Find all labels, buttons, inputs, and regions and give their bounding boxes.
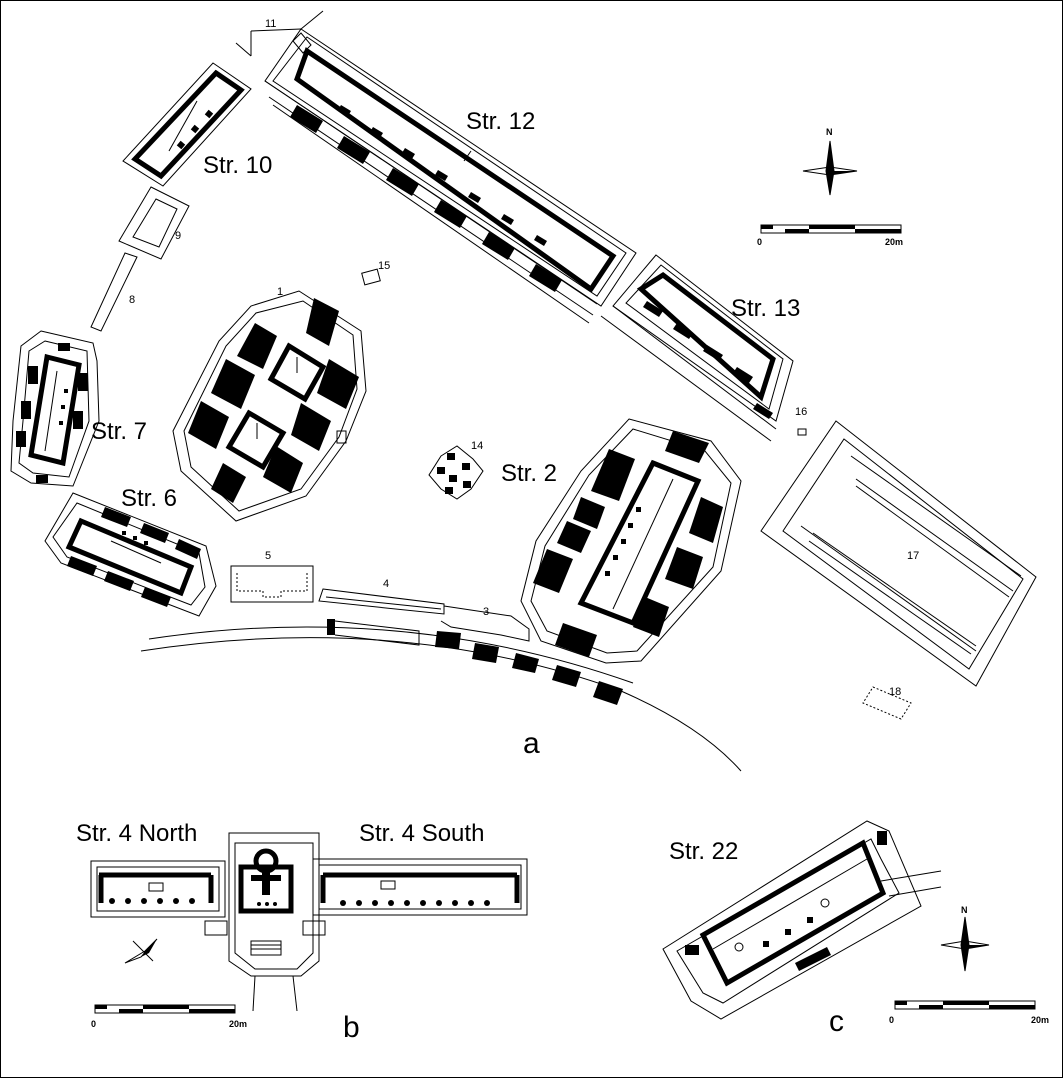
scale-a-end: 20m	[885, 237, 903, 247]
structure-7-plan	[10, 330, 100, 487]
feature-label-9: 9	[175, 230, 181, 242]
scale-a-start: 0	[757, 237, 762, 247]
scale-b-end: 20m	[229, 1019, 247, 1029]
feature-label-1: 1	[277, 286, 283, 298]
north-arrow-a: N	[802, 127, 858, 196]
curved-road-plan	[140, 619, 742, 772]
feature-label-18: 18	[889, 686, 901, 698]
structure-4-plan	[90, 832, 528, 1012]
feature-label-8: 8	[129, 294, 135, 306]
label-str-4-north: Str. 4 North	[76, 820, 197, 847]
north-arrow-c: N	[940, 905, 990, 972]
north-label-a: N	[826, 127, 833, 137]
feature-label-16: 16	[795, 406, 807, 418]
feature-18-plan	[862, 686, 912, 720]
feature-4-3-plan	[318, 588, 530, 642]
feature-label-15: 15	[378, 260, 390, 272]
structure-13-plan	[600, 254, 807, 442]
scale-c-end: 20m	[1031, 1015, 1049, 1025]
structure-12-plan	[264, 28, 637, 324]
scale-bar-c: 0 20m	[889, 1000, 1049, 1025]
feature-9-8-plan	[90, 186, 190, 332]
feature-5-plan	[230, 565, 314, 603]
panel-label-b: b	[343, 1011, 360, 1044]
label-str-10: Str. 10	[203, 152, 272, 179]
structure-1-plan	[172, 290, 367, 522]
label-str-22: Str. 22	[669, 838, 738, 865]
feature-label-11: 11	[265, 18, 276, 30]
label-str-13: Str. 13	[731, 295, 800, 322]
feature-label-3: 3	[483, 606, 489, 618]
structure-6-plan	[44, 492, 217, 617]
north-label-c: N	[961, 905, 968, 915]
north-arrow-b	[124, 938, 158, 964]
feature-label-14: 14	[471, 440, 483, 452]
structure-10-plan	[122, 62, 252, 187]
scale-b-start: 0	[91, 1019, 96, 1029]
structure-2-plan	[520, 418, 742, 664]
structure-22-plan	[662, 820, 942, 1020]
feature-label-4: 4	[383, 578, 389, 590]
feature-15-plan	[361, 268, 381, 286]
label-str-7: Str. 7	[91, 418, 147, 445]
feature-17-plan	[760, 420, 1037, 687]
label-str-6: Str. 6	[121, 485, 177, 512]
panel-label-a: a	[523, 727, 540, 760]
feature-14-plan	[428, 445, 484, 500]
feature-label-5: 5	[265, 550, 271, 562]
feature-11-plan	[235, 10, 324, 57]
panel-label-c: c	[829, 1005, 844, 1038]
scale-bar-a: 0 20m	[757, 224, 903, 247]
scale-c-start: 0	[889, 1015, 894, 1025]
feature-label-17: 17	[907, 550, 919, 562]
label-str-12: Str. 12	[466, 108, 535, 135]
label-str-4-south: Str. 4 South	[359, 820, 484, 847]
label-str-2: Str. 2	[501, 460, 557, 487]
scale-bar-b: 0 20m	[91, 1004, 247, 1029]
